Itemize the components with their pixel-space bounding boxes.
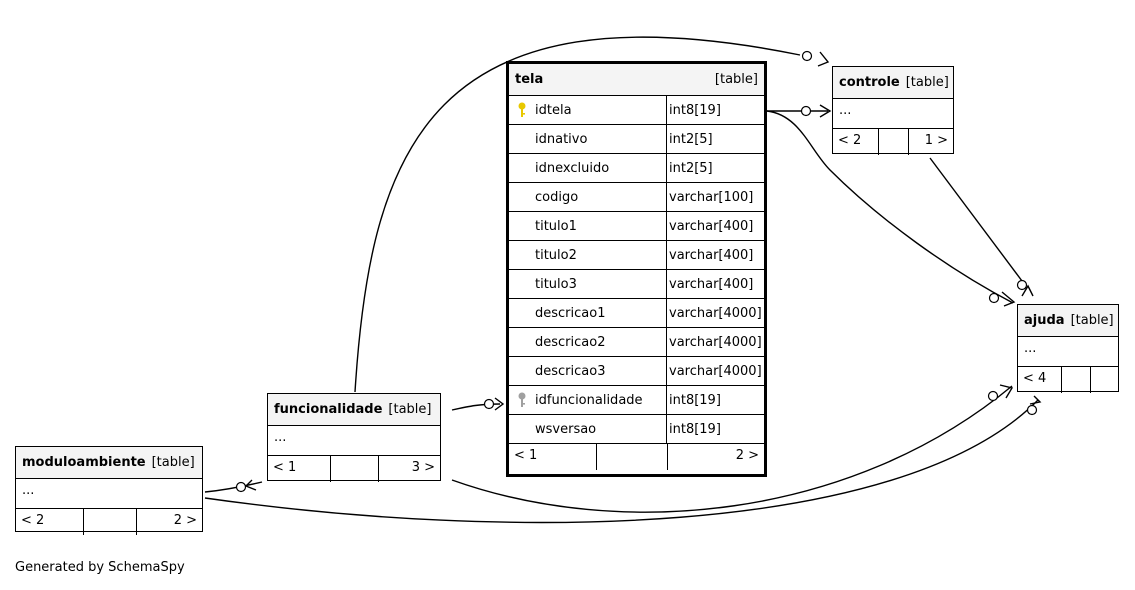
table-header: funcionalidade [table]	[268, 394, 440, 426]
footer-parents[interactable]: < 4	[1023, 371, 1047, 386]
column-type: int2[5]	[669, 131, 713, 147]
column-row[interactable]: idnativo int2[5]	[509, 125, 764, 154]
table-ellipsis: ...	[16, 479, 202, 509]
column-name: idnexcluido	[535, 160, 610, 176]
footer-children[interactable]: 3 >	[378, 456, 440, 482]
primary-key-icon	[509, 102, 535, 118]
footer-children[interactable]: 2 >	[667, 444, 764, 470]
table-footer: < 1 3 >	[268, 456, 440, 482]
footer-children[interactable]: 1 >	[908, 129, 953, 155]
edge-moduloambiente-ajuda	[204, 399, 1039, 524]
table-ellipsis: ...	[1018, 337, 1118, 367]
column-row[interactable]: idnexcluido int2[5]	[509, 154, 764, 183]
edge-funcionalidade-ajuda	[451, 385, 1013, 513]
column-type: varchar[400]	[669, 218, 754, 234]
column-row[interactable]: descricao2 varchar[4000]	[509, 328, 764, 357]
footer-spacer	[83, 509, 136, 535]
edge-tela-ajuda	[766, 110, 1014, 304]
column-name: titulo3	[535, 276, 577, 292]
table-name: controle	[839, 75, 900, 90]
table-ajuda[interactable]: ajuda [table] ... < 4	[1017, 304, 1119, 393]
column-name: descricao3	[535, 363, 606, 379]
column-row[interactable]: descricao3 varchar[4000]	[509, 357, 764, 386]
edge-controle-ajuda	[929, 157, 1026, 286]
foreign-key-icon	[509, 392, 535, 408]
footer-parents[interactable]: < 2	[838, 133, 862, 148]
footer-spacer	[596, 444, 667, 470]
edge-moduloambiente-funcionalidade	[204, 481, 263, 493]
column-row[interactable]: idfuncionalidade int8[19]	[509, 386, 764, 415]
table-kind: [table]	[714, 72, 758, 87]
table-kind: [table]	[151, 455, 195, 470]
column-type: int8[19]	[669, 392, 721, 408]
table-tela[interactable]: tela [table] idtela int8[19] idnativo int2[…	[506, 61, 767, 477]
footer-spacer	[1061, 367, 1090, 393]
column-row[interactable]: descricao1 varchar[4000]	[509, 299, 764, 328]
column-name: codigo	[535, 189, 579, 205]
edge-funcionalidade-controle	[354, 36, 801, 393]
column-name: idnativo	[535, 131, 588, 147]
column-row[interactable]: titulo3 varchar[400]	[509, 270, 764, 299]
edge-funcionalidade-tela	[451, 403, 501, 411]
table-footer: < 4	[1018, 367, 1118, 393]
column-name: descricao2	[535, 334, 606, 350]
table-name: tela	[515, 72, 544, 87]
table-ellipsis: ...	[268, 426, 440, 456]
column-type: int8[19]	[669, 421, 721, 437]
footer-children[interactable]: 2 >	[136, 509, 202, 535]
column-type: varchar[400]	[669, 247, 754, 263]
column-name: wsversao	[535, 421, 597, 437]
column-type: varchar[400]	[669, 276, 754, 292]
column-name: idtela	[535, 102, 572, 118]
column-row[interactable]: wsversao int8[19]	[509, 415, 764, 444]
column-type: varchar[100]	[669, 189, 754, 205]
column-name: idfuncionalidade	[535, 392, 643, 408]
table-header: controle [table]	[833, 67, 953, 99]
table-footer: < 1 2 >	[509, 444, 764, 470]
footer-children[interactable]	[1090, 367, 1118, 393]
table-name: funcionalidade	[274, 402, 383, 417]
column-name: descricao1	[535, 305, 606, 321]
table-footer: < 2 2 >	[16, 509, 202, 535]
table-header: tela [table]	[509, 64, 764, 96]
column-name: titulo2	[535, 247, 577, 263]
column-type: varchar[4000]	[669, 334, 762, 350]
column-type: int8[19]	[669, 102, 721, 118]
footer-parents[interactable]: < 1	[273, 460, 297, 475]
footer-parents[interactable]: < 1	[514, 448, 538, 463]
column-type: int2[5]	[669, 160, 713, 176]
table-header: ajuda [table]	[1018, 305, 1118, 337]
table-funcionalidade[interactable]: funcionalidade [table] ... < 1 3 >	[267, 393, 441, 482]
table-controle[interactable]: controle [table] ... < 2 1 >	[832, 66, 954, 155]
table-moduloambiente[interactable]: moduloambiente [table] ... < 2 2 >	[15, 446, 203, 535]
footer-parents[interactable]: < 2	[21, 513, 45, 528]
column-type: varchar[4000]	[669, 305, 762, 321]
column-row[interactable]: codigo varchar[100]	[509, 183, 764, 212]
table-kind: [table]	[1070, 313, 1114, 328]
column-row[interactable]: titulo2 varchar[400]	[509, 241, 764, 270]
column-row[interactable]: idtela int8[19]	[509, 96, 764, 125]
footer-spacer	[330, 456, 378, 482]
table-kind: [table]	[905, 75, 949, 90]
generated-by-label: Generated by SchemaSpy	[15, 560, 185, 575]
column-type: varchar[4000]	[669, 363, 762, 379]
table-ellipsis: ...	[833, 99, 953, 129]
table-header: moduloambiente [table]	[16, 447, 202, 479]
table-name: moduloambiente	[22, 455, 146, 470]
table-name: ajuda	[1024, 313, 1065, 328]
table-footer: < 2 1 >	[833, 129, 953, 155]
footer-spacer	[878, 129, 908, 155]
table-kind: [table]	[388, 402, 432, 417]
column-row[interactable]: titulo1 varchar[400]	[509, 212, 764, 241]
column-name: titulo1	[535, 218, 577, 234]
